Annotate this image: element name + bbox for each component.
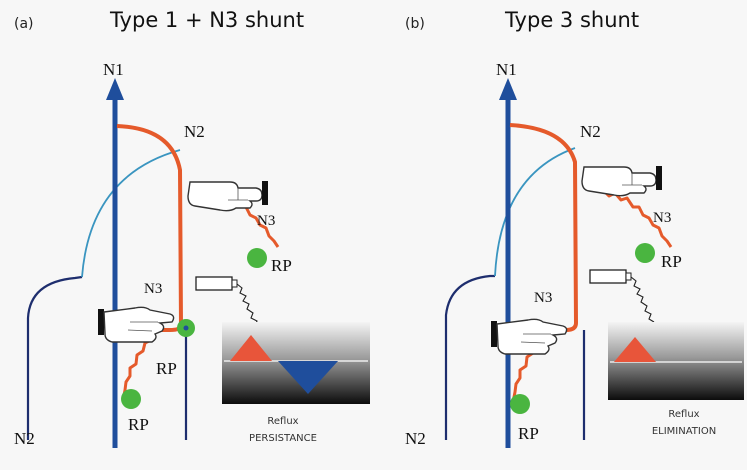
panel-b-tag: (b) <box>405 16 425 32</box>
panel-a-title: Type 1 + N3 shunt <box>109 8 304 32</box>
panel-a-caption-status: PERSISTANCE <box>249 433 317 444</box>
panel-a: (a) Type 1 + N3 shunt <box>14 8 370 448</box>
panel-b-label-rp-bottom: RP <box>518 424 539 443</box>
panel-b-caption-status: ELIMINATION <box>652 426 716 437</box>
panel-b-rp-right-dot <box>635 243 655 263</box>
panel-a-outline-vein <box>26 275 83 440</box>
hand-compression-icon <box>581 166 662 197</box>
panel-b-label-rp-right: RP <box>661 252 682 271</box>
panel-a-rp-bottom-dot <box>121 389 141 409</box>
panel-a-label-n3-right: N3 <box>257 213 275 229</box>
panel-b-probe-cable <box>630 276 655 323</box>
panel-b-label-n1: N1 <box>496 60 517 79</box>
doppler-waveform-icon <box>608 322 744 400</box>
panel-a-label-rp-mid: RP <box>156 359 177 378</box>
panel-b-saphenous-curve <box>494 147 576 277</box>
panel-b: (b) Type 3 shunt <box>405 8 744 448</box>
panel-a-probe-cable <box>236 283 261 330</box>
panel-a-label-n2-bottom: N2 <box>14 429 35 448</box>
panel-a-saphenous-curve <box>81 149 181 278</box>
panel-a-n2-shunt <box>116 124 184 332</box>
panel-b-n1-arrow-icon <box>499 78 517 100</box>
panel-a-rp-right-dot <box>247 248 267 268</box>
panel-b-label-n3-left: N3 <box>534 290 552 306</box>
panel-a-label-rp-bottom: RP <box>128 415 149 434</box>
doppler-probe-icon <box>589 269 632 284</box>
doppler-probe-icon <box>195 276 238 291</box>
panel-b-label-n2-bottom: N2 <box>405 429 426 448</box>
panel-b-n2-shunt <box>509 123 579 332</box>
hand-compression-icon <box>491 318 568 355</box>
panel-b-caption-reflux: Reflux <box>668 409 699 420</box>
panel-b-title: Type 3 shunt <box>504 8 639 32</box>
panel-b-rp-bottom-dot <box>510 394 530 414</box>
panel-a-label-n2-top: N2 <box>184 122 205 141</box>
hand-compression-icon <box>187 181 268 212</box>
doppler-waveform-icon <box>222 322 370 404</box>
panel-a-n1-arrow-icon <box>106 78 124 100</box>
panel-a-tag: (a) <box>14 16 34 32</box>
hand-compression-icon <box>98 306 175 343</box>
panel-b-label-n2-top: N2 <box>580 122 601 141</box>
panel-a-caption-reflux: Reflux <box>267 416 298 427</box>
panel-a-label-n1: N1 <box>103 60 124 79</box>
panel-a-label-n3-left: N3 <box>144 281 162 297</box>
panel-b-outline-vein <box>444 274 495 440</box>
panel-b-label-n3-right: N3 <box>653 210 671 226</box>
panel-a-label-rp-right: RP <box>271 256 292 275</box>
